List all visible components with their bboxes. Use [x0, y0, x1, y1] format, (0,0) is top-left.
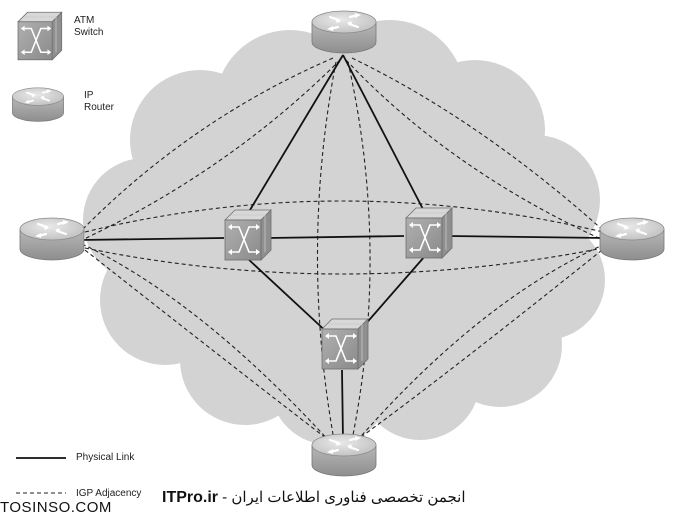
legend-igp-adjacency-label: IGP Adjacency [76, 488, 142, 499]
link-left-switch-to-bottom-switch [246, 257, 331, 336]
igp-link-left-right-a [84, 200, 604, 233]
link-top-router-to-left-switch [246, 54, 344, 216]
legend-physical-link-label: Physical Link [76, 452, 135, 463]
watermark-tosinso: TOSINSO.COM [0, 499, 112, 516]
router-right[interactable] [598, 216, 666, 262]
igp-link-left-bottom-b [84, 249, 336, 446]
atm-switch-bottom[interactable] [321, 318, 369, 370]
watermark-itpro-brand: ITPro.ir [162, 489, 219, 506]
igp-link-top-left-a [79, 57, 334, 233]
igp-link-left-right-b [84, 247, 604, 275]
igp-adjacency-links [79, 57, 606, 446]
igp-link-top-bottom-b [347, 61, 371, 441]
watermark-itpro: ITPro.ir - انجمن تخصصی فناوری اطلاعات ای… [162, 488, 466, 507]
link-left-switch-to-right-switch [267, 235, 405, 239]
igp-link-right-bottom-a [355, 243, 606, 443]
legend-atm-switch-label: ATM Switch [74, 15, 103, 39]
legend-router-label-line2: Router [84, 102, 115, 113]
igp-link-left-bottom-a [81, 243, 331, 443]
legend-atm-label-line2: Switch [74, 27, 104, 38]
network-cloud [83, 20, 605, 445]
link-left-router-to-left-switch [79, 237, 225, 241]
legend-router-label-line1: IP [84, 90, 94, 101]
legend-ip-router-label: IP Router [84, 90, 114, 114]
legend-atm-switch-icon [17, 11, 63, 61]
router-top[interactable] [310, 9, 378, 55]
igp-link-top-right-a [351, 57, 606, 233]
link-top-router-to-right-switch [342, 54, 426, 214]
igp-link-top-bottom-a [316, 61, 337, 441]
watermark-itpro-text: - انجمن تخصصی فناوری اطلاعات ایران [218, 489, 466, 506]
legend-ip-router-icon [11, 86, 65, 123]
router-bottom[interactable] [310, 432, 378, 478]
igp-link-top-left-b [81, 59, 341, 241]
atm-switch-right[interactable] [405, 207, 453, 259]
legend-atm-label-line1: ATM [74, 15, 95, 26]
igp-link-right-bottom-b [349, 249, 603, 446]
atm-switch-left[interactable] [224, 209, 272, 261]
router-left[interactable] [18, 216, 86, 262]
link-right-switch-to-right-router [447, 235, 606, 239]
physical-links [79, 54, 606, 441]
link-bottom-switch-to-bottom-router [341, 369, 344, 441]
